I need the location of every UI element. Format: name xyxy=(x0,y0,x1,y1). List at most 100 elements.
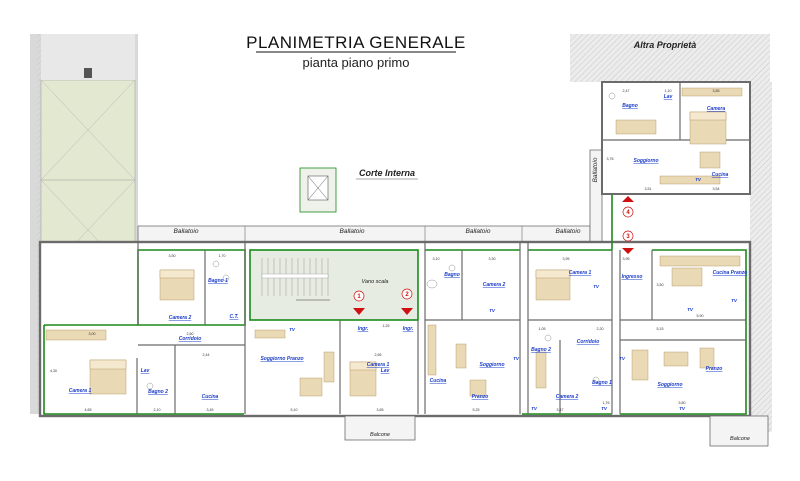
room-ct: C.T. xyxy=(229,314,238,320)
courtyard: Corte Interna xyxy=(299,167,418,213)
dim-label: 4,65 xyxy=(85,408,92,412)
balcone-center xyxy=(344,415,416,441)
step-2-label: 2 xyxy=(405,292,409,298)
dim-label: 2,44 xyxy=(203,353,210,357)
steps: 1 2 3 4 xyxy=(353,196,634,315)
room-soggiorno-pranzo: Soggiorno Pranzo xyxy=(260,356,303,362)
ballatoio-label-2: Ballatoio xyxy=(340,228,365,235)
room-soggiorno-top: Soggiorno xyxy=(634,158,659,164)
balcone-label-2: Balcone xyxy=(730,436,750,442)
dim-label: 2,65 xyxy=(375,353,382,357)
dim-label: 3,51 xyxy=(645,187,652,191)
room-bagno-2-c: Bagno 2 xyxy=(531,347,551,353)
dim-label: 5,10 xyxy=(291,408,298,412)
dim-label: 3,47 xyxy=(557,408,564,412)
dim-label: 5,80 xyxy=(679,401,686,405)
dim-label: 4,30 xyxy=(50,369,57,373)
plan-title: PLANIMETRIA GENERALE xyxy=(246,33,466,52)
dim-label: 1,25 xyxy=(383,324,390,328)
room-pranzo-c: Pranzo xyxy=(706,366,723,372)
dim-label: 3,76 xyxy=(607,157,614,161)
ballatoio-label-vertical: Ballatoio xyxy=(592,157,599,182)
room-pranzo-b: Pranzo xyxy=(472,394,489,400)
room-bagno-1-a: Bagno 1 xyxy=(208,278,228,284)
dim-label: 2,20 xyxy=(597,327,604,331)
vano-scala-label: Vano scala xyxy=(361,279,388,285)
tv-label: TV xyxy=(489,308,496,313)
stairwell: Vano scala xyxy=(249,249,419,321)
tv-label: TV xyxy=(687,307,694,312)
room-cucina-b: Cucina xyxy=(430,378,447,384)
arrow-down-icon xyxy=(401,308,413,315)
dim-label: 3,10 xyxy=(433,257,440,261)
room-cucina-a: Cucina xyxy=(202,394,219,400)
room-camera-top: Camera xyxy=(707,106,726,112)
arrow-down-icon xyxy=(353,308,365,315)
ingr-label-1: Ingr. xyxy=(358,326,369,332)
ballatoio-walkway: Ballatoio Ballatoio Ballatoio Ballatoio xyxy=(137,225,591,243)
room-labels: Camera 2 Bagno 1 Corridoio Camera 1 Lav … xyxy=(69,94,748,400)
room-ingresso: Ingresso xyxy=(622,274,643,280)
dim-label: 1,70 xyxy=(219,254,226,258)
dim-label: 3,85 xyxy=(713,89,720,93)
dim-label: 3,50 xyxy=(657,283,664,287)
ballatoio-label-3: Ballatoio xyxy=(466,228,491,235)
balcone-right xyxy=(709,415,769,447)
left-building xyxy=(30,34,138,414)
dim-label: 3,30 xyxy=(489,257,496,261)
balconies: Balcone Balcone xyxy=(344,415,769,447)
tv-label: TV xyxy=(679,406,686,411)
ballatoio-label-4: Ballatoio xyxy=(556,228,581,235)
room-camera-2-a: Camera 2 xyxy=(169,315,192,321)
ingr-label-2: Ingr. xyxy=(403,326,414,332)
step-3-marker xyxy=(622,230,634,242)
dim-label: 5,25 xyxy=(473,408,480,412)
room-soggiorno-c: Soggiorno xyxy=(658,382,683,388)
room-lav-a: Lav xyxy=(141,368,151,374)
dim-label: 5,15 xyxy=(657,327,664,331)
dim-label: 5,90 xyxy=(697,314,704,318)
dimension-labels: 3,00 4,30 4,65 2,10 3,45 5,10 3,65 5,25 … xyxy=(50,89,720,412)
dim-label: 1,76 xyxy=(603,401,610,405)
room-camera-2-c: Camera 2 xyxy=(556,394,579,400)
dim-label: 3,50 xyxy=(169,254,176,258)
dim-label: 1,05 xyxy=(539,327,546,331)
plan-subtitle: pianta piano primo xyxy=(303,55,410,70)
dim-label: 2,60 xyxy=(187,332,194,336)
furniture xyxy=(45,87,743,397)
dim-label: 2,47 xyxy=(623,89,630,93)
room-cucina-top: Cucina xyxy=(712,172,729,178)
dim-label: 1,10 xyxy=(665,89,672,93)
tv-label: TV xyxy=(531,406,538,411)
room-bagno-top: Bagno xyxy=(622,103,638,109)
step-1-marker xyxy=(353,290,365,302)
arrow-down-icon xyxy=(622,248,634,254)
room-corridoio-a: Corridoio xyxy=(179,336,202,342)
tv-label: TV xyxy=(601,406,608,411)
tv-label: TV xyxy=(513,356,520,361)
dim-label: 3,95 xyxy=(563,257,570,261)
interior-walls xyxy=(136,82,750,414)
ballatoio-label-1: Ballatoio xyxy=(174,228,199,235)
tv-label: TV xyxy=(695,177,702,182)
room-lav-top: Lav xyxy=(664,94,674,100)
room-bagno-2-a: Bagno 2 xyxy=(148,389,168,395)
room-camera-1-c: Camera 1 xyxy=(569,270,592,276)
step-2-marker xyxy=(401,288,413,300)
dim-label: 3,00 xyxy=(89,332,96,336)
step-1-label: 1 xyxy=(357,294,361,300)
tv-label: TV xyxy=(289,327,296,332)
step-4-marker xyxy=(622,206,634,218)
room-corridoio-c: Corridoio xyxy=(577,339,600,345)
room-cucina-pranzo: Cucina Pranzo xyxy=(713,270,748,276)
step-3-label: 3 xyxy=(626,234,630,240)
room-camera-1-a: Camera 1 xyxy=(69,388,92,394)
room-lav-b: Lav xyxy=(381,368,391,374)
room-bagno-1-c: Bagno 1 xyxy=(592,380,612,386)
room-bagno: Bagno xyxy=(444,272,460,278)
dim-label: 3,95 xyxy=(623,257,630,261)
dim-label: 3,65 xyxy=(377,408,384,412)
tv-labels: TV TV TV TV TV TV TV TV TV TV TV xyxy=(289,177,738,411)
room-camera-1-b: Camera 1 xyxy=(367,362,390,368)
